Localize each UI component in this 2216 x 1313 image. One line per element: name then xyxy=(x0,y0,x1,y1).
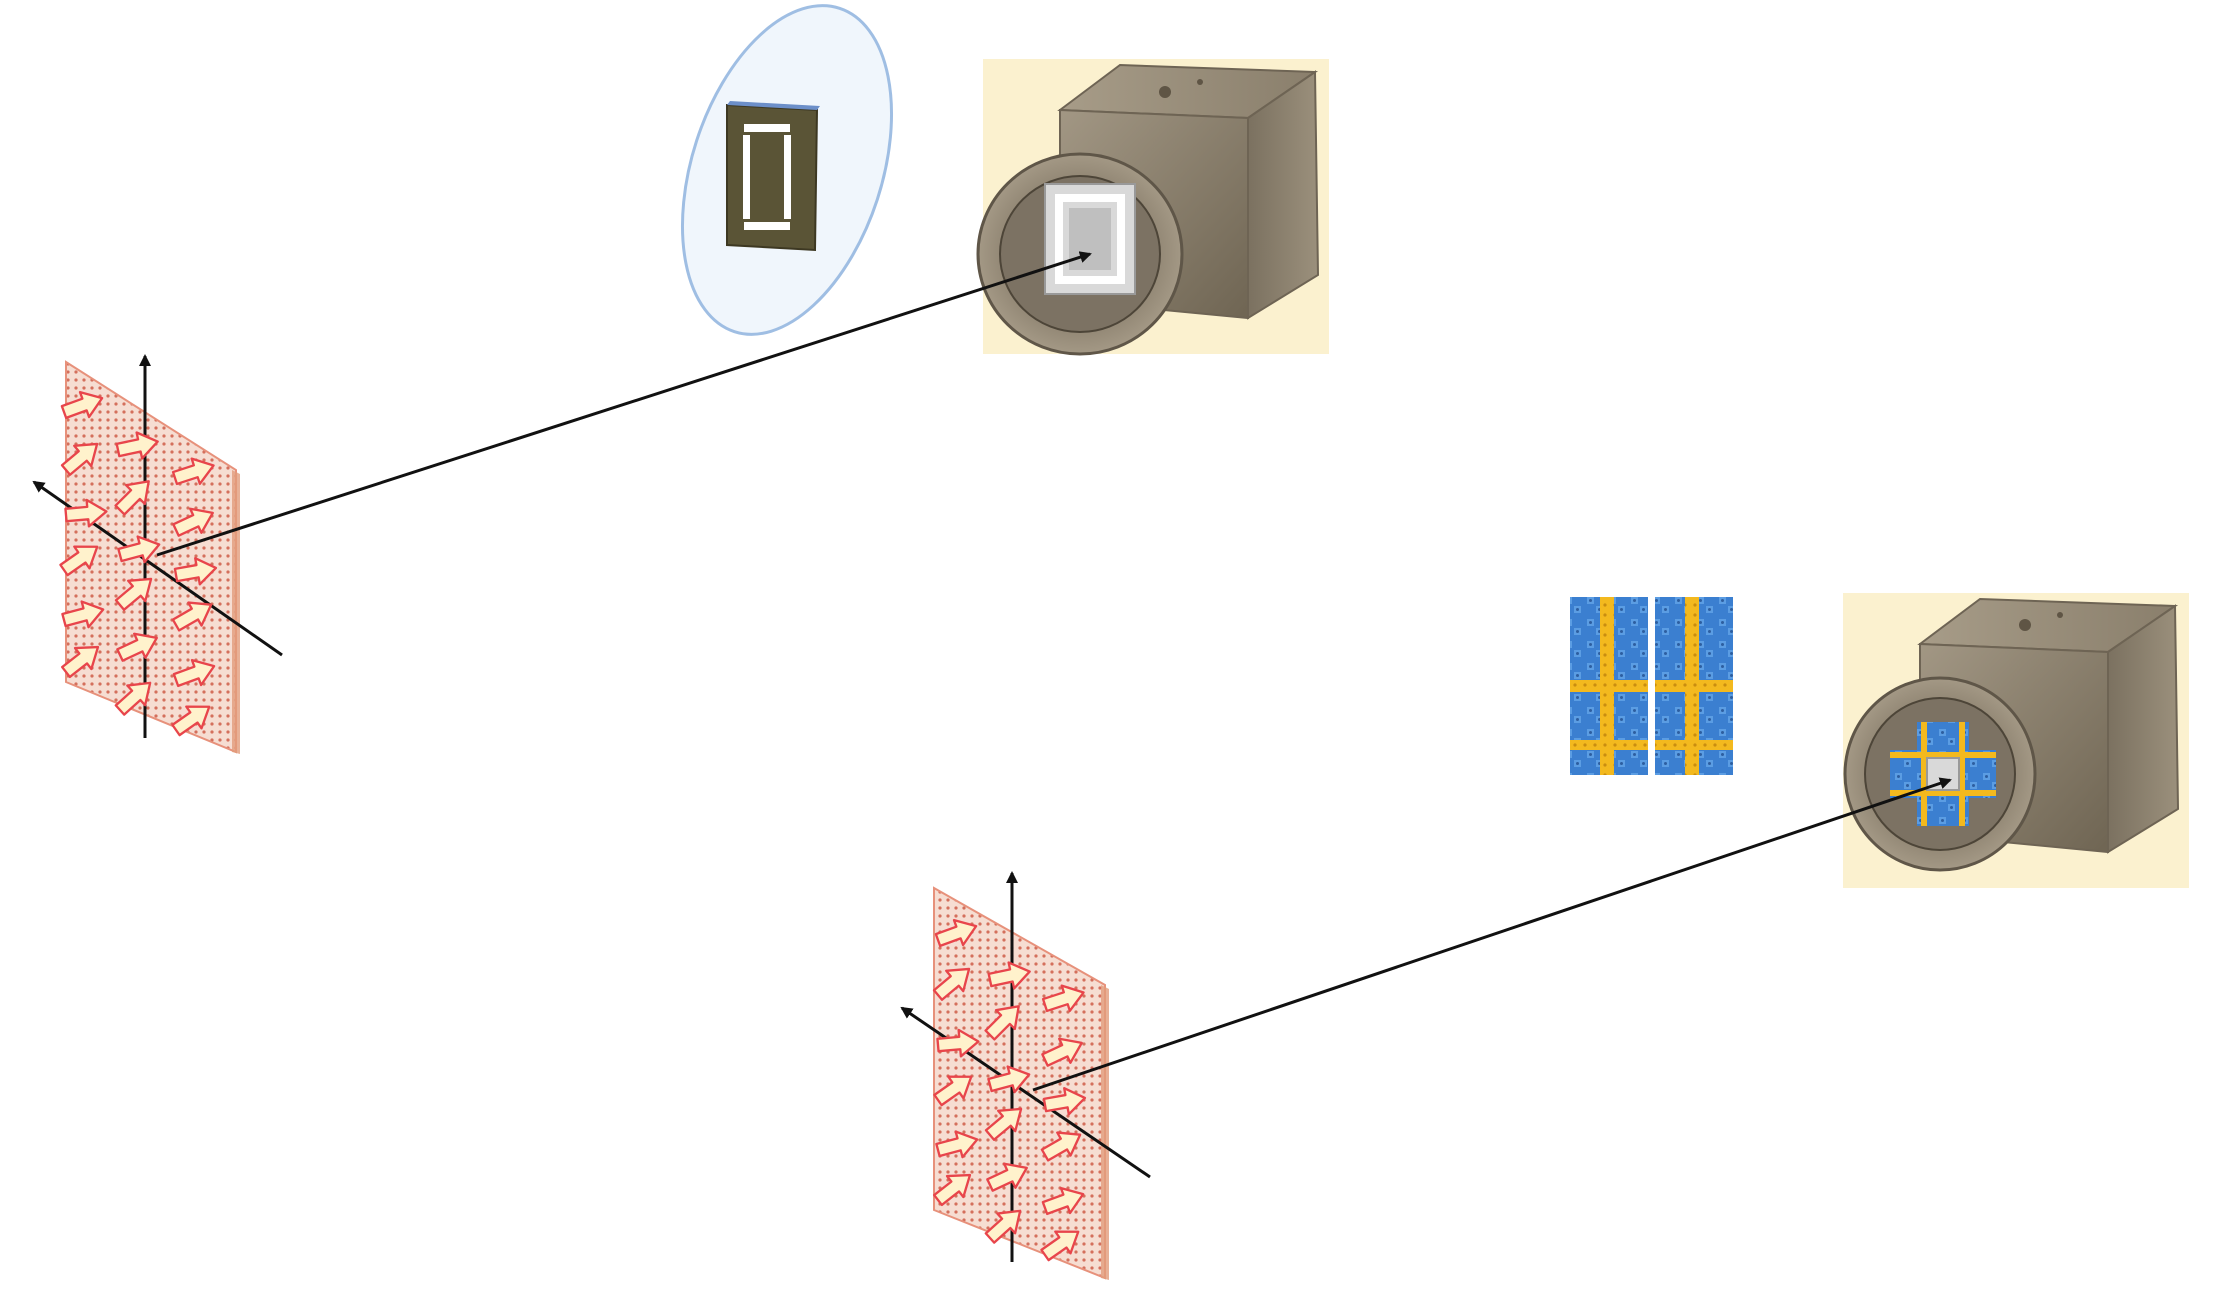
sensor-frame-image xyxy=(1055,194,1125,284)
mask-window-right xyxy=(784,135,791,219)
upper-propagation-ray xyxy=(156,251,1092,557)
lower-source-panel xyxy=(900,871,1151,1280)
lower-patterned-masks xyxy=(1570,597,1733,775)
lower-propagation-ray xyxy=(1032,777,1952,1092)
lower-camera xyxy=(1843,593,2189,888)
upper-frame-mask xyxy=(680,4,894,336)
mask-top-edge xyxy=(727,101,820,110)
upper-source-panel xyxy=(32,354,283,754)
lower-setup xyxy=(900,593,2189,1280)
mask-window-top xyxy=(744,124,790,132)
patterned-mask-right xyxy=(1655,597,1733,775)
lower-horizontal-axis xyxy=(900,1006,1151,1179)
upper-camera xyxy=(976,59,1329,356)
mask-window-bottom xyxy=(744,222,790,230)
patterned-mask-left xyxy=(1570,597,1648,775)
mask-window-left xyxy=(743,135,750,219)
upper-setup xyxy=(32,4,1329,754)
